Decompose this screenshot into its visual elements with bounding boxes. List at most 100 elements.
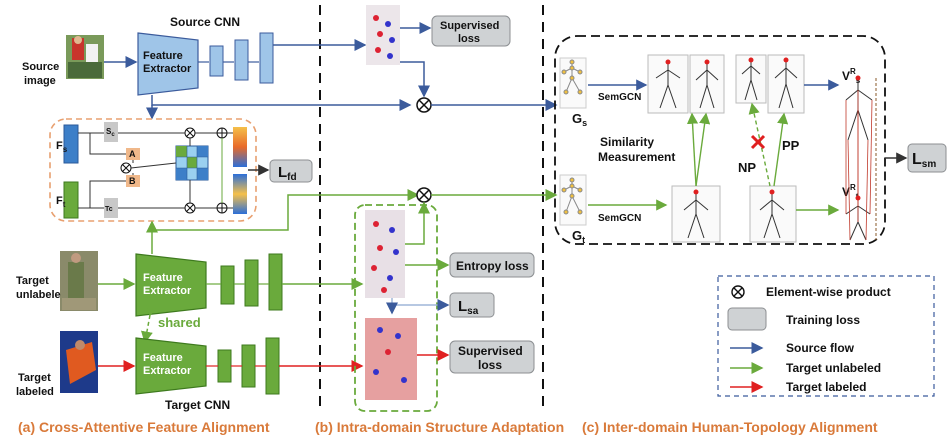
sc-label: Sc (106, 127, 115, 138)
l-fd-loss (269, 159, 313, 183)
fs-label: Fs (56, 140, 68, 154)
element-wise-sum-icon (216, 127, 228, 139)
caption-c: (c) Inter-domain Human-Topology Alignmen… (582, 419, 878, 435)
pp-label: PP (782, 138, 800, 153)
l-fd-label: Lfd (278, 164, 297, 183)
b-label: B (129, 176, 136, 186)
target-supervised-loss (449, 340, 535, 374)
source-cnn-layer-1 (209, 45, 224, 77)
source-feature-to-product-arrow (151, 95, 412, 111)
negative-pair-cross-icon (750, 134, 766, 150)
entropy-loss-label: Entropy loss (456, 259, 529, 273)
element-wise-product-icon (184, 127, 196, 139)
legend (717, 275, 935, 397)
target-unlabeled-feature-extractor (135, 253, 207, 317)
np-label: NP (738, 160, 756, 175)
entropy-loss (449, 252, 535, 278)
caption-b: (b) Intra-domain Structure Adaptation (315, 419, 564, 435)
l-sm-loss (907, 143, 947, 173)
target-graph-gt (559, 174, 587, 226)
target-feature-to-product-arrow (152, 189, 420, 231)
target-skeleton-2 (749, 185, 797, 243)
inter-domain-module (554, 35, 886, 245)
target-labeled-feature-extractor (135, 337, 207, 395)
similarity-label-2: Measurement (598, 150, 675, 164)
target-cnn-label: Target CNN (165, 398, 230, 412)
element-wise-product-icon (416, 187, 432, 203)
target-labeled-photo (60, 331, 98, 393)
heatmap-bottom (233, 174, 247, 214)
element-wise-product-icon (184, 202, 196, 214)
target-labeled-layer-3 (265, 337, 280, 395)
semgcn-source-label: SemGCN (598, 92, 641, 103)
target-unlabeled-fe-label-1: Feature (143, 272, 183, 284)
source-graph-gs (559, 57, 587, 109)
target-unlabeled-label-2: unlabele (16, 289, 61, 301)
target-unlabeled-photo (60, 251, 98, 311)
source-supervised-loss-label-2: loss (458, 33, 480, 45)
training-loss-box-icon (727, 307, 767, 331)
target-labeled-fe-label-2: Extractor (143, 365, 192, 377)
source-cnn-layer-3 (259, 32, 274, 84)
shared-weights-arrow (141, 303, 158, 344)
legend-item-product: Element-wise product (766, 285, 891, 299)
source-cnn-label: Source CNN (170, 15, 240, 29)
target-unlabeled-layer-2 (244, 259, 259, 307)
sc-block (104, 122, 118, 142)
source-skeleton-pair-2 (735, 54, 805, 114)
source-skeleton-pair (647, 54, 725, 114)
l-sm-label: Lsm (912, 151, 936, 170)
target-labeled-pose-heatmap (365, 318, 417, 400)
target-unlabeled-pose-heatmap (365, 210, 405, 298)
tc-block (104, 198, 118, 218)
target-skeleton-1 (671, 185, 721, 243)
source-fe-label-1: Feature (143, 50, 183, 62)
target-unlabeled-label-1: Target (16, 275, 49, 287)
source-cnn-layer-2 (234, 39, 249, 81)
l-sa-label: Lsa (458, 298, 479, 317)
target-unlabeled-fe-label-2: Extractor (143, 285, 192, 297)
fs-block (63, 124, 79, 164)
legend-item-source-flow: Source flow (786, 341, 855, 355)
source-image-label-1: Source (22, 61, 59, 73)
gt-label: Gt (572, 228, 585, 245)
target-supervised-loss-label-2: loss (478, 358, 502, 372)
legend-item-target-labeled: Target labeled (786, 380, 866, 394)
heatmap-top (233, 127, 247, 167)
source-supervised-loss-label-1: Supervised (440, 20, 499, 32)
caption-a: (a) Cross-Attentive Feature Alignment (18, 419, 270, 435)
source-image-label-2: image (24, 75, 56, 87)
similarity-label-1: Similarity (600, 135, 654, 149)
tc-label: Tc (105, 206, 113, 213)
target-labeled-layer-2 (241, 344, 256, 388)
aligned-skeletons (845, 75, 877, 241)
target-labeled-label-1: Target (18, 372, 51, 384)
a-block (126, 148, 140, 160)
element-wise-product-icon (731, 285, 745, 299)
target-unlabeled-layer-1 (220, 265, 235, 305)
target-labeled-layer-1 (217, 349, 232, 383)
source-image-photo (66, 35, 104, 79)
b-block (126, 175, 140, 187)
l-sa-loss (449, 292, 495, 318)
source-pose-heatmap (366, 5, 400, 65)
target-labeled-fe-label-1: Feature (143, 352, 183, 364)
source-fe-label-2: Extractor (143, 63, 192, 75)
element-wise-sum-icon (216, 202, 228, 214)
ft-label: Ft (56, 195, 66, 209)
source-supervised-loss (431, 15, 511, 47)
shared-label: shared (158, 315, 201, 330)
element-wise-product-icon (416, 97, 432, 113)
attention-grid (175, 145, 209, 181)
ft-block (63, 181, 79, 219)
legend-item-target-unlabeled: Target unlabeled (786, 361, 881, 375)
gs-label: Gs (572, 111, 587, 128)
a-label: A (129, 149, 136, 159)
source-feature-extractor (137, 32, 199, 96)
target-labeled-label-2: labeled (16, 386, 54, 398)
legend-item-training-loss: Training loss (786, 313, 860, 327)
target-supervised-loss-label-1: Supervised (458, 344, 523, 358)
target-unlabeled-layer-3 (268, 253, 283, 311)
intra-domain-module (354, 204, 438, 412)
